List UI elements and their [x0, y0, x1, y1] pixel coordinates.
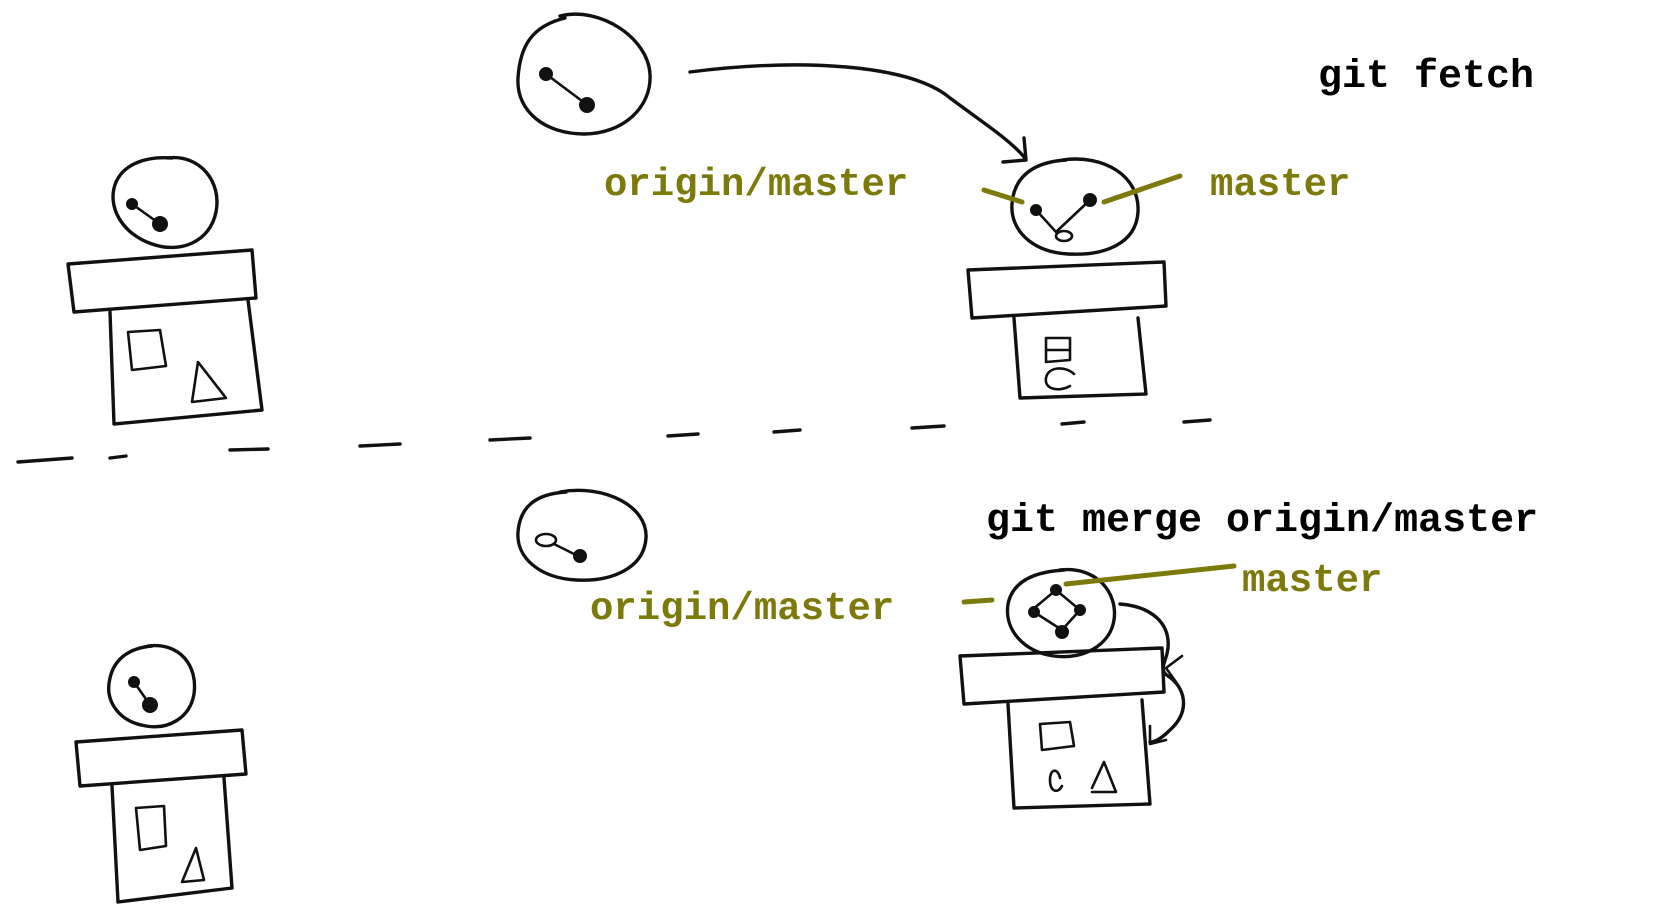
- merge-curve: [1118, 602, 1186, 744]
- master-label-top: master: [1210, 163, 1351, 207]
- person-body: [1012, 316, 1148, 400]
- square-shape: [1044, 336, 1072, 364]
- local-user-figure-top: [66, 156, 264, 426]
- person-body: [110, 776, 234, 904]
- person-body: [1006, 698, 1152, 810]
- master-pointer-top: [1101, 173, 1183, 205]
- origin-master-label-bottom: origin/master: [590, 587, 895, 631]
- person-head-bubble: [111, 156, 219, 250]
- square-shape: [126, 328, 168, 372]
- origin-master-label-top: origin/master: [604, 163, 909, 207]
- person-body: [108, 298, 264, 426]
- remote-repo-bubble-bottom: [516, 488, 648, 582]
- origin-master-pointer-bottom: [961, 597, 995, 605]
- git-fetch-command: git fetch: [1318, 55, 1535, 100]
- circle-shape: [1044, 367, 1076, 391]
- person-shoulders: [74, 728, 248, 788]
- triangle-shape: [180, 846, 206, 884]
- person-head-bubble: [1005, 568, 1117, 659]
- person-head-bubble: [107, 643, 197, 729]
- fetch-arrow: [688, 63, 1028, 164]
- merge-arrowhead-upper: [1164, 654, 1184, 684]
- origin-master-pointer-top: [981, 187, 1025, 205]
- person-shoulders: [958, 646, 1166, 706]
- merge-arrowhead-lower: [1148, 724, 1168, 746]
- remote-repo-bubble-top: [516, 12, 652, 136]
- local-user-figure-top-right: [966, 157, 1168, 400]
- triangle-shape: [1090, 760, 1118, 794]
- master-pointer-bottom: [1063, 563, 1237, 587]
- triangle-shape: [190, 360, 228, 404]
- git-merge-command: git merge origin/master: [986, 499, 1539, 544]
- circle-shape: [1048, 769, 1064, 793]
- square-shape: [1038, 720, 1076, 752]
- local-user-figure-bottom: [74, 643, 248, 904]
- local-user-figure-bottom-right: [958, 568, 1186, 810]
- section-divider: [16, 418, 1212, 464]
- master-label-bottom: master: [1242, 559, 1383, 603]
- person-head-bubble: [1010, 157, 1140, 256]
- square-shape: [134, 804, 168, 852]
- person-shoulders: [966, 260, 1168, 320]
- person-shoulders: [66, 248, 258, 314]
